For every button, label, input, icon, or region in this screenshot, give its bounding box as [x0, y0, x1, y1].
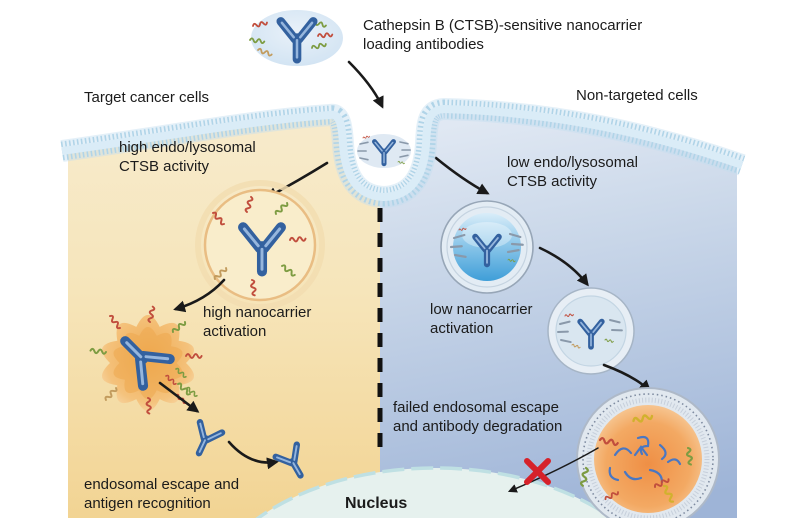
nucleus-label: Nucleus [345, 495, 408, 512]
arrow-to-low-activation-endosome [538, 246, 589, 287]
failed-escape-label: failed endosomal escape and antibody deg… [393, 399, 563, 435]
high-ctsb-endosome [195, 180, 325, 310]
endosomal-escape-label: endosomal escape and antigen recognition [84, 476, 240, 512]
endocytosis-pocket-nanocarrier [357, 134, 411, 168]
cell-membrane [60, 97, 746, 209]
arrow-to-nucleus-antibody [227, 440, 279, 470]
nanocarrier-antibody-complex [248, 10, 343, 66]
target-cell-interior [68, 109, 380, 518]
target-cells-label: Target cancer cells [84, 89, 210, 106]
title-text: Cathepsin B (CTSB)-sensitive nanocarrier… [363, 16, 642, 54]
high-ctsb-label: high endo/lysosomal CTSB activity [119, 139, 256, 175]
low-activation-endosome [547, 287, 635, 375]
low-activation-label: low nanocarrier activation [430, 301, 533, 337]
title-line2: loading antibodies [363, 36, 484, 53]
arrow-endocytosis [347, 60, 384, 109]
red-x-icon [524, 458, 551, 485]
low-ctsb-endosome [440, 200, 534, 294]
nontarget-cells-label: Non-targeted cells [576, 87, 698, 104]
degradation-lysosome [576, 387, 720, 518]
high-activation-label: high nanocarrier activation [203, 304, 312, 340]
arrow-to-burst [173, 278, 226, 313]
low-ctsb-label: low endo/lysosomal CTSB activity [507, 154, 638, 190]
title-line1: Cathepsin B (CTSB)-sensitive nanocarrier [363, 17, 643, 34]
arrow-to-low-endosome [434, 156, 490, 195]
release-arrow [158, 366, 200, 413]
failed-transport-arrow [507, 447, 599, 493]
